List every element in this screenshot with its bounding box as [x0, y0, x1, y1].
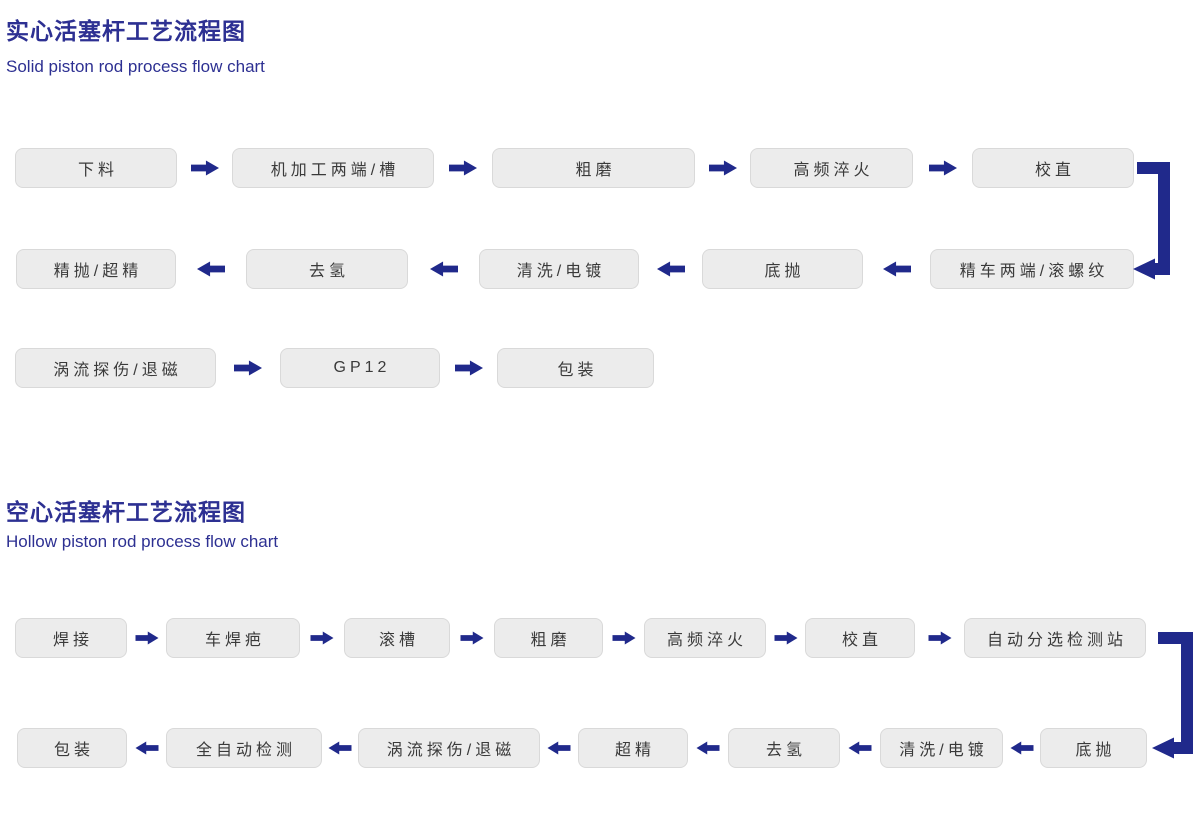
- process-step: 精抛/超精: [16, 249, 176, 289]
- process-step: 清洗/电镀: [479, 249, 639, 289]
- process-step: GP12: [280, 348, 440, 388]
- process-step: 高频淬火: [644, 618, 766, 658]
- process-step: 高频淬火: [750, 148, 913, 188]
- flow-arrow-left-icon: [696, 741, 720, 755]
- process-step: 精车两端/滚螺纹: [930, 249, 1134, 289]
- flow-arrow-left-icon: [197, 261, 225, 277]
- process-step: 车焊疤: [166, 618, 300, 658]
- flow-arrow-right-icon: [310, 631, 334, 645]
- flow-arrow-left-icon: [547, 741, 571, 755]
- flow-row: 下料 机加工两端/槽 粗磨 高频淬火 校直: [0, 148, 1200, 188]
- flow-row: 包装全自动检测涡流探伤/退磁超精去氢清洗/电镀底抛: [0, 728, 1200, 768]
- process-step: 涡流探伤/退磁: [15, 348, 216, 388]
- process-step: 粗磨: [494, 618, 603, 658]
- flow-row: 涡流探伤/退磁 GP12 包装: [0, 348, 1200, 388]
- flow-arrow-left-icon: [848, 741, 872, 755]
- flow-arrow-right-icon: [135, 631, 158, 645]
- hollow-chart-title: 空心活塞杆工艺流程图: [6, 499, 246, 525]
- process-step: 超精: [578, 728, 688, 768]
- process-step: 去氢: [728, 728, 840, 768]
- flow-arrow-left-icon: [328, 741, 352, 755]
- process-step: 包装: [497, 348, 654, 388]
- flow-arrow-right-icon: [234, 360, 262, 376]
- flow-arrow-right-icon: [612, 631, 635, 645]
- hollow-chart-subtitle: Hollow piston rod process flow chart: [6, 532, 279, 551]
- flow-arrow-right-icon: [449, 160, 477, 176]
- process-step: 底抛: [702, 249, 863, 289]
- flow-arrow-right-icon: [928, 160, 957, 176]
- flow-arrow-right-icon: [460, 631, 484, 645]
- process-step: 校直: [972, 148, 1134, 188]
- flow-arrow-right-icon: [774, 631, 797, 645]
- process-step: 机加工两端/槽: [232, 148, 434, 188]
- solid-chart-subtitle: Solid piston rod process flow chart: [6, 57, 265, 76]
- flow-arrow-left-icon: [882, 261, 911, 277]
- flow-arrow-right-icon: [708, 160, 737, 176]
- process-step: 粗磨: [492, 148, 695, 188]
- process-step: 全自动检测: [166, 728, 322, 768]
- process-step: 清洗/电镀: [880, 728, 1003, 768]
- process-step: 去氢: [246, 249, 408, 289]
- process-step: 涡流探伤/退磁: [358, 728, 540, 768]
- flow-arrow-left-icon: [656, 261, 685, 277]
- flow-row: 精抛/超精 去氢 清洗/电镀 底抛 精车两端/滚螺纹: [0, 249, 1200, 289]
- flow-arrow-left-icon: [1010, 741, 1033, 755]
- flow-row: 焊接车焊疤 滚槽 粗磨 高频淬火校直 自动分选检测站: [0, 618, 1200, 658]
- flow-arrow-left-icon: [135, 741, 158, 755]
- flow-arrow-right-icon: [928, 631, 951, 645]
- process-step: 校直: [805, 618, 915, 658]
- process-step: 下料: [15, 148, 177, 188]
- solid-chart-title: 实心活塞杆工艺流程图: [6, 18, 246, 44]
- process-step: 底抛: [1040, 728, 1147, 768]
- process-step: 焊接: [15, 618, 127, 658]
- flow-arrow-right-icon: [190, 160, 219, 176]
- process-step: 滚槽: [344, 618, 450, 658]
- flow-arrow-right-icon: [454, 360, 483, 376]
- process-step: 包装: [17, 728, 127, 768]
- process-step: 自动分选检测站: [964, 618, 1146, 658]
- flow-arrow-left-icon: [429, 261, 458, 277]
